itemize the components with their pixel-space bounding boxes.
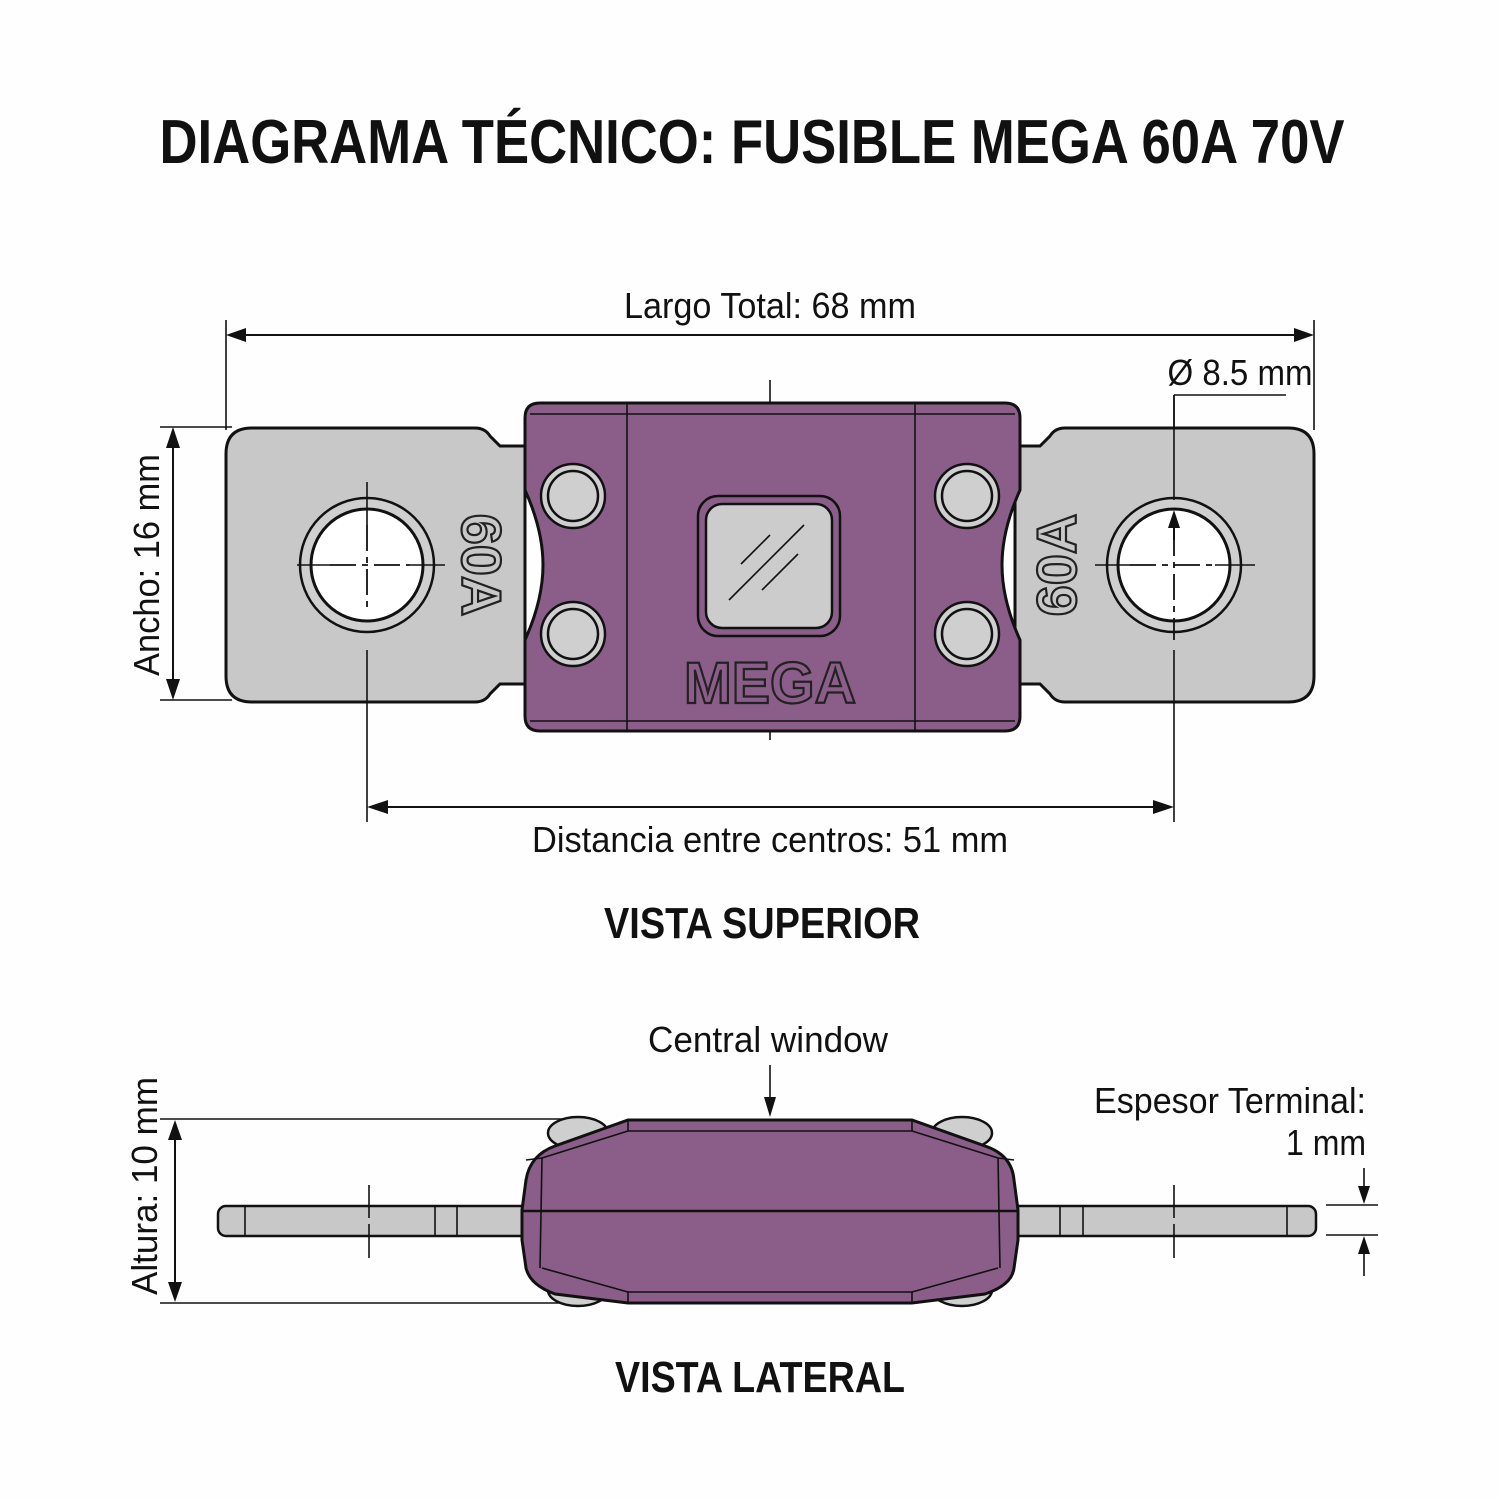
height-label: Altura: 10 mm: [124, 1077, 165, 1295]
arrow-left-icon: [226, 328, 246, 342]
width-label: Ancho: 16 mm: [126, 454, 167, 676]
top-view-title: VISTA SUPERIOR: [604, 899, 920, 948]
rivet: [933, 462, 1001, 530]
arrow-down-icon: [166, 679, 180, 700]
arrow-up-icon: [1358, 1236, 1370, 1254]
arrow-down-icon: [168, 1282, 182, 1302]
total-length-dimension: Largo Total: 68 mm: [225, 285, 1315, 430]
mega-marking: MEGA: [684, 651, 856, 716]
central-window-callout: Central window: [648, 1019, 889, 1117]
diameter-arrow-icon: [1168, 510, 1180, 528]
top-view: Largo Total: 68 mm Ø 8.5 mm: [126, 285, 1316, 948]
hole-diameter-callout: Ø 8.5 mm: [1168, 352, 1313, 470]
arrow-right-icon: [1153, 800, 1174, 814]
height-dimension: Altura: 10 mm: [124, 1077, 588, 1304]
right-terminal-side: [1006, 1185, 1318, 1258]
rivet: [933, 600, 1001, 668]
terminal-thickness-label-line1: Espesor Terminal:: [1094, 1080, 1366, 1121]
arrow-up-icon: [168, 1120, 182, 1140]
rating-right-marking: 60A: [1025, 514, 1088, 617]
arrow-right-icon: [1294, 328, 1314, 342]
diagram-title: DIAGRAMA TÉCNICO: FUSIBLE MEGA 60A 70V: [160, 108, 1345, 177]
central-window-label: Central window: [648, 1019, 889, 1060]
center-distance-dimension: Distancia entre centros: 51 mm: [367, 800, 1174, 860]
width-dimension: Ancho: 16 mm: [126, 426, 232, 701]
side-view-title: VISTA LATERAL: [615, 1353, 905, 1402]
terminal-thickness-dimension: Espesor Terminal: 1 mm: [1094, 1080, 1378, 1276]
side-view: Central window Altura: 10 mm: [124, 1019, 1378, 1402]
rating-left-marking: 60A: [450, 514, 513, 617]
terminal-thickness-label-line2: 1 mm: [1286, 1122, 1366, 1163]
fuse-body-side: [520, 1118, 1020, 1305]
arrow-down-icon: [1358, 1186, 1370, 1204]
rivet: [539, 462, 607, 530]
arrow-up-icon: [166, 427, 180, 448]
rivet: [539, 600, 607, 668]
center-distance-label: Distancia entre centros: 51 mm: [532, 819, 1008, 860]
arrow-left-icon: [367, 800, 388, 814]
total-length-label: Largo Total: 68 mm: [624, 285, 916, 326]
central-window: [696, 494, 842, 638]
left-terminal-side: [216, 1185, 535, 1258]
arrow-down-icon: [764, 1097, 776, 1117]
fuse-body-top: MEGA: [523, 401, 1022, 733]
hole-diameter-label: Ø 8.5 mm: [1168, 352, 1313, 393]
